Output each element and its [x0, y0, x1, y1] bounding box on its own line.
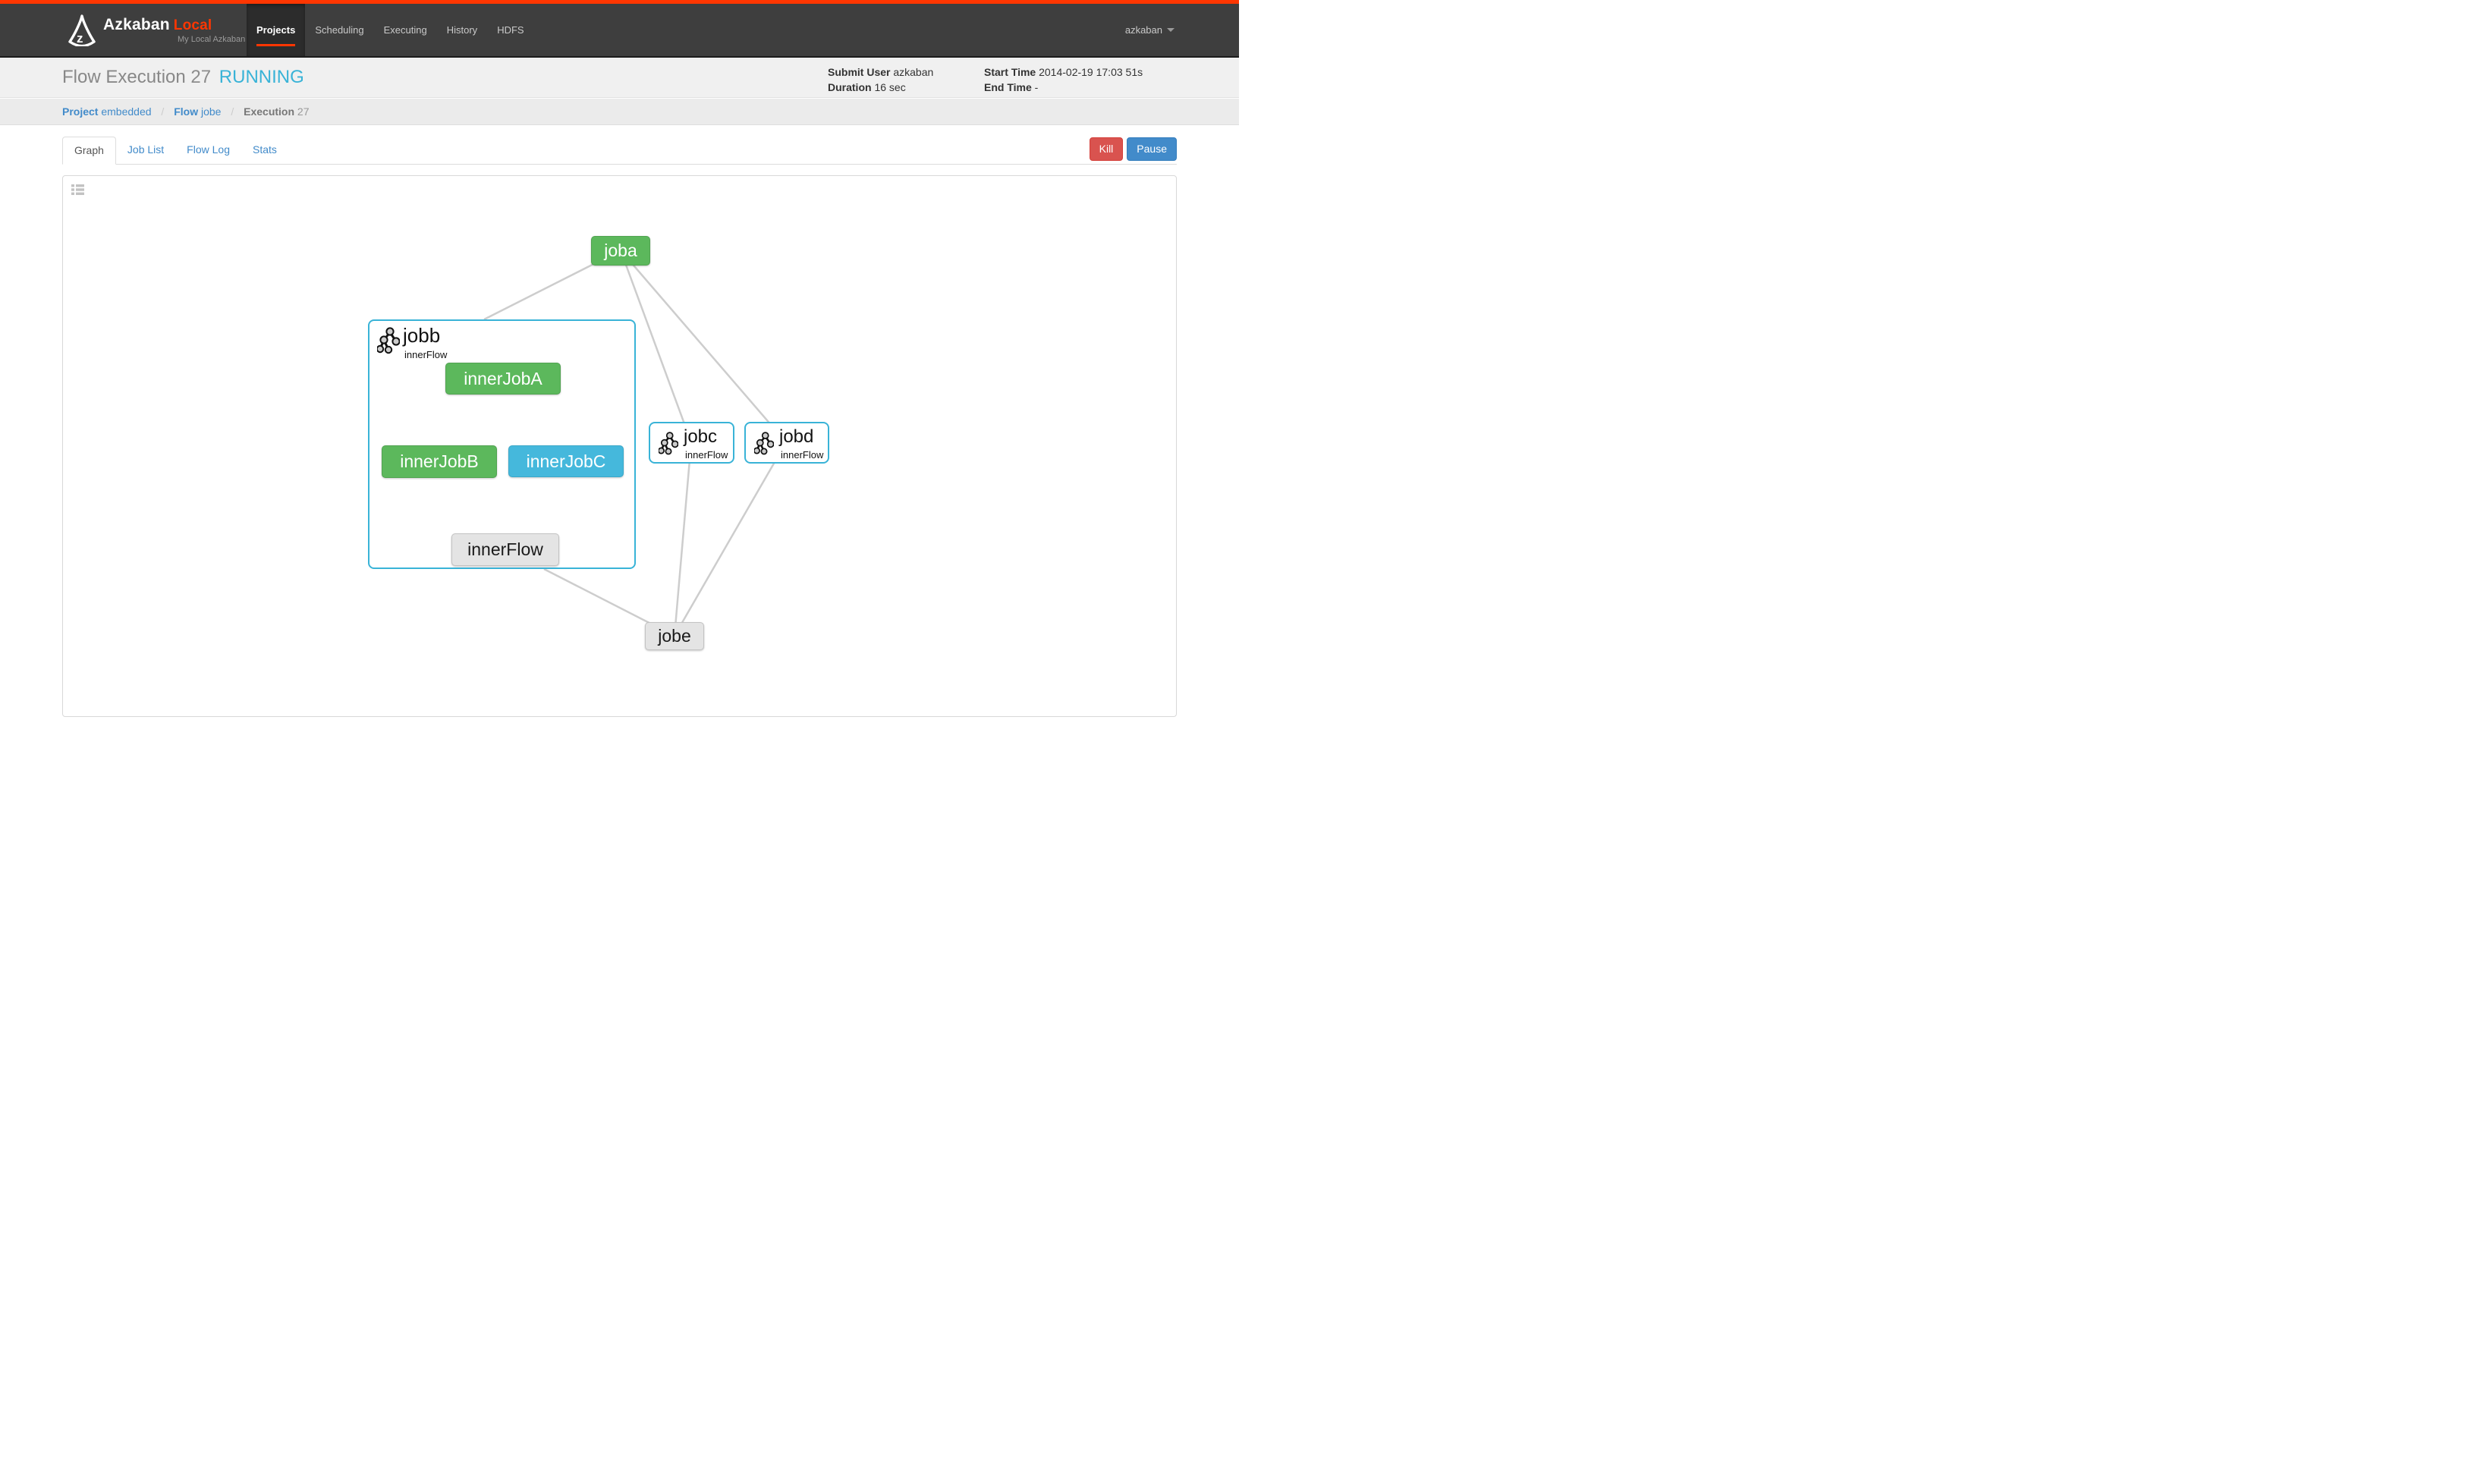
start-time-value: 2014-02-19 17:03 51s	[1039, 66, 1143, 78]
node-jobc[interactable]: jobc innerFlow	[649, 422, 734, 464]
exec-info-right: Start Time 2014-02-19 17:03 51s End Time…	[984, 64, 1143, 95]
tab-graph[interactable]: Graph	[62, 137, 116, 165]
node-subtitle: innerFlow	[685, 449, 728, 461]
node-innerJobC[interactable]: innerJobC	[508, 445, 624, 477]
breadcrumb-separator: /	[161, 105, 165, 118]
node-subtitle: innerFlow	[404, 349, 448, 360]
tab-flow-log[interactable]: Flow Log	[187, 143, 230, 156]
nav-item-label: HDFS	[497, 24, 524, 36]
breadcrumb-separator: /	[231, 105, 234, 118]
status-badge: RUNNING	[219, 67, 304, 87]
job-list-panel-icon[interactable]	[71, 184, 84, 195]
node-label: jobc	[684, 426, 718, 447]
tab-job-list[interactable]: Job List	[127, 143, 165, 156]
breadcrumb-execution-current: Execution 27	[244, 105, 309, 118]
nav-item-label: Executing	[383, 24, 427, 36]
nav-item-hdfs[interactable]: HDFS	[487, 4, 533, 56]
caret-down-icon	[1167, 28, 1175, 32]
execution-id: 27	[190, 67, 212, 87]
nav-menu: Projects Scheduling Executing History HD…	[247, 4, 534, 56]
nav-item-scheduling[interactable]: Scheduling	[305, 4, 373, 56]
node-innerFlow[interactable]: innerFlow	[451, 533, 559, 566]
kill-button[interactable]: Kill	[1089, 137, 1124, 161]
node-subtitle: innerFlow	[781, 449, 824, 461]
breadcrumb-project-link[interactable]: Project embedded	[62, 105, 152, 118]
node-label: jobd	[779, 426, 814, 447]
tab-stats[interactable]: Stats	[252, 143, 277, 156]
title-text: Flow Execution	[62, 67, 186, 87]
breadcrumb-flow-value: jobe	[200, 105, 222, 118]
breadcrumb-flow-link[interactable]: Flow jobe	[174, 105, 221, 118]
node-innerJobA[interactable]: innerJobA	[445, 363, 561, 395]
submit-user-value: azkaban	[893, 66, 934, 78]
azkaban-logo-icon: z	[68, 14, 96, 47]
breadcrumb-project-label: Project	[62, 105, 99, 118]
embedded-flow-icon	[376, 326, 401, 358]
svg-text:z: z	[77, 31, 83, 46]
accent-topbar	[0, 0, 1239, 4]
node-joba[interactable]: joba	[591, 236, 650, 266]
exec-info-left: Submit User azkaban Duration 16 sec	[828, 64, 933, 95]
embedded-flow-icon	[753, 431, 775, 459]
breadcrumb-flow-label: Flow	[174, 105, 199, 118]
node-jobb-flow-container[interactable]: jobb innerFlow	[368, 319, 636, 569]
breadcrumb: Project embedded / Flow jobe / Execution…	[0, 99, 1239, 125]
end-time-label: End Time	[984, 81, 1032, 93]
brand-mode: Local	[173, 17, 212, 33]
nav-item-label: Scheduling	[315, 24, 364, 36]
brand-subtitle: My Local Azkaban	[178, 35, 246, 44]
nav-item-history[interactable]: History	[437, 4, 487, 56]
node-jobd[interactable]: jobd innerFlow	[744, 422, 829, 464]
nav-item-projects[interactable]: Projects	[247, 4, 306, 56]
brand-name: Azkaban	[103, 16, 170, 33]
user-name: azkaban	[1124, 24, 1162, 36]
duration-label: Duration	[828, 81, 872, 93]
breadcrumb-execution-label: Execution	[244, 105, 295, 118]
execution-header: Flow Execution 27 RUNNING Submit User az…	[0, 58, 1239, 98]
page-title: Flow Execution 27 RUNNING	[62, 67, 304, 88]
duration-value: 16 sec	[874, 81, 906, 93]
node-innerJobB[interactable]: innerJobB	[382, 445, 497, 478]
end-time-value: -	[1034, 81, 1039, 93]
nav-item-label: Projects	[256, 24, 296, 36]
start-time-label: Start Time	[984, 66, 1036, 78]
breadcrumb-project-value: embedded	[101, 105, 152, 118]
embedded-flow-icon	[657, 431, 679, 459]
submit-user-label: Submit User	[828, 66, 891, 78]
node-label: jobb	[403, 324, 441, 347]
user-menu[interactable]: azkaban	[1125, 4, 1175, 56]
nav-item-label: History	[446, 24, 478, 36]
nav-item-executing[interactable]: Executing	[374, 4, 437, 56]
pause-button[interactable]: Pause	[1127, 137, 1177, 161]
node-jobe[interactable]: jobe	[645, 622, 704, 650]
breadcrumb-execution-value: 27	[297, 105, 310, 118]
view-tabs: Graph Job List Flow Log Stats Kill Pause	[62, 137, 1177, 165]
